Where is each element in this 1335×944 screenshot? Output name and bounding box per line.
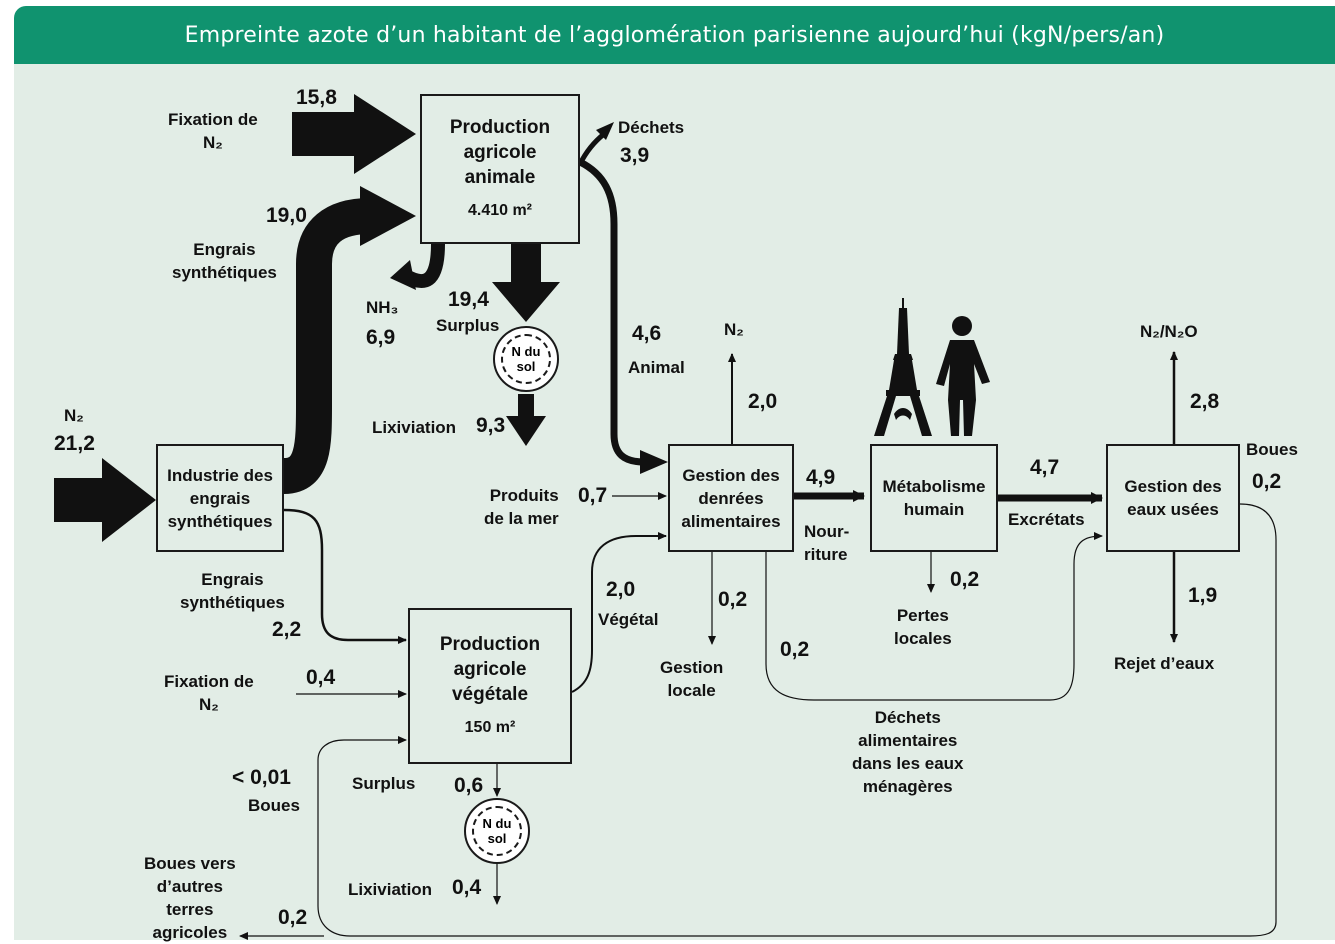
engrais-synthetiques-bottom-flow (283, 508, 407, 644)
surplus-top-value: 19,4 (448, 288, 489, 311)
gestion-eaux-usees-box: Gestion des eaux usées (1106, 444, 1240, 552)
fixation-veg-label: Fixation de N₂ (164, 672, 254, 714)
produits-mer-value: 0,7 (578, 484, 608, 507)
gestion-denrees-box: Gestion des denrées alimentaires (668, 444, 794, 552)
box-label: eaux usées (1127, 500, 1219, 519)
surplus-top-arrow (492, 244, 560, 322)
pertes-value: 0,2 (950, 568, 980, 591)
vegetal-flow-value: 2,0 (606, 578, 636, 601)
animal-flow (578, 158, 645, 466)
diagram-panel: Production agricole animale 4.410 m² Ind… (14, 64, 1335, 942)
gestion-locale-value: 0,2 (718, 588, 748, 611)
box-label: agricole (453, 659, 527, 680)
industrie-engrais-box: Industrie des engrais synthétiques (156, 444, 284, 552)
engrais-bottom-value: 2,2 (272, 618, 302, 641)
nourriture-value: 4,9 (806, 466, 836, 489)
lixiviation-top-arrow (506, 394, 546, 446)
animal-flow-value: 4,6 (632, 322, 662, 345)
metabolisme-humain-box: Métabolisme humain (870, 444, 998, 552)
dechets-alim-label: Déchets alimentaires dans les eaux ménag… (852, 708, 964, 796)
n2-food-label: N₂ (724, 320, 744, 339)
vegetal-flow (571, 532, 667, 693)
engrais-top-label: Engrais synthétiques (172, 240, 277, 282)
engrais-synthetiques-top-flow (282, 198, 371, 494)
excretats-label: Excrétats (1008, 510, 1085, 529)
box-label: synthétiques (167, 511, 273, 531)
dechets-value: 3,9 (620, 144, 650, 167)
surplus-top-label: Surplus (436, 316, 500, 335)
boues-autres-label: Boues vers d’autres terres agricoles (144, 854, 236, 942)
vegetal-flow-label: Végétal (598, 610, 659, 629)
lixiviation-top-label: Lixiviation (372, 418, 457, 437)
boues-label: Boues (1246, 440, 1298, 459)
fixation-animal-arrow (292, 94, 416, 174)
dechets-alim-value: 0,2 (780, 638, 810, 661)
rejet-label: Rejet d’eaux (1114, 654, 1215, 673)
dechets-alimentaires-flow (765, 532, 1103, 701)
box-label: Production (439, 634, 541, 655)
person-icon (936, 316, 990, 436)
gestion-locale-label: Gestion locale (660, 658, 724, 700)
lixiviation-bottom-label: Lixiviation (348, 880, 433, 899)
n2-input-arrow (54, 458, 156, 542)
box-label: Gestion des (1124, 477, 1222, 496)
n2-food-value: 2,0 (748, 390, 778, 413)
excretats-value: 4,7 (1030, 456, 1060, 479)
engrais-top-value: 19,0 (266, 204, 307, 227)
nh3-label: NH₃ (366, 298, 399, 317)
box-label: engrais (189, 488, 251, 508)
dechets-label: Déchets (618, 118, 685, 137)
box-label: Production (449, 117, 551, 138)
production-agricole-vegetale-box: Production agricole végétale 150 m² (408, 608, 572, 764)
animal-flow-label: Animal (628, 358, 685, 377)
box-area: 150 m² (464, 719, 516, 736)
boues-autres-value: 0,2 (278, 906, 308, 929)
production-agricole-animale-box: Production agricole animale 4.410 m² (420, 94, 580, 244)
fixation-animal-label: Fixation de N₂ (168, 110, 258, 152)
n2-in-label: N₂ (64, 406, 84, 425)
rejet-value: 1,9 (1188, 584, 1218, 607)
surplus-bottom-value: 0,6 (454, 774, 484, 797)
box-label: alimentaires (681, 511, 781, 531)
box-label: animale (464, 167, 536, 188)
lixiviation-top-value: 9,3 (476, 414, 506, 437)
diagram-title: Empreinte azote d’un habitant de l’agglo… (14, 6, 1335, 64)
soil-nitrogen-bottom: N du sol (464, 798, 530, 864)
box-label: Métabolisme (882, 477, 986, 496)
engrais-bottom-label: Engrais synthétiques (180, 570, 285, 612)
nourriture-label: Nour- riture (804, 522, 850, 564)
flow-diagram (54, 94, 1277, 940)
boues-value: 0,2 (1252, 470, 1282, 493)
fixation-veg-value: 0,4 (306, 666, 336, 689)
boues-loop (317, 503, 1277, 937)
box-label: végétale (451, 684, 529, 705)
n2-in-value: 21,2 (54, 432, 95, 455)
box-label: Industrie des (167, 465, 273, 485)
n2n2o-label: N₂/N₂O (1140, 322, 1198, 341)
eiffel-tower-icon (874, 298, 932, 436)
nh3-value: 6,9 (366, 326, 396, 349)
soil-label: N du sol (472, 806, 522, 856)
box-label: Gestion des (682, 465, 780, 485)
boues-veg-label: Boues (248, 796, 300, 815)
surplus-bottom-label: Surplus (352, 774, 416, 793)
box-label: humain (903, 500, 965, 519)
soil-label: N du sol (501, 334, 551, 384)
box-label: agricole (463, 142, 537, 163)
pertes-label: Pertes locales (894, 606, 952, 648)
produits-mer-label: Produits de la mer (484, 486, 559, 528)
soil-nitrogen-top: N du sol (493, 326, 559, 392)
box-label: denrées (698, 488, 764, 508)
lixiviation-bottom-value: 0,4 (452, 876, 482, 899)
box-area: 4.410 m² (467, 202, 533, 219)
dechets-arrow (577, 132, 606, 166)
boues-veg-value: < 0,01 (232, 766, 291, 789)
fixation-animal-value: 15,8 (296, 86, 337, 109)
n2n2o-value: 2,8 (1190, 390, 1220, 413)
